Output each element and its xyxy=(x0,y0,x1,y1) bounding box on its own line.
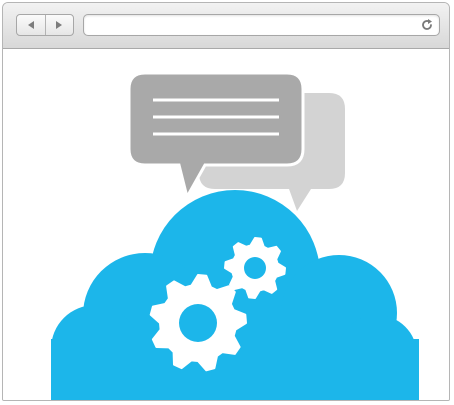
url-input[interactable] xyxy=(90,17,410,33)
gears-group xyxy=(149,237,286,372)
browser-window xyxy=(2,2,450,401)
chat-bubbles-icon xyxy=(127,71,345,211)
reload-icon[interactable] xyxy=(420,18,434,32)
address-bar[interactable] xyxy=(83,14,440,36)
cloud-icon xyxy=(51,190,419,400)
navigation-buttons xyxy=(16,14,74,36)
forward-arrow-icon xyxy=(56,21,63,29)
small-gear-icon xyxy=(224,237,286,299)
cloud-chat-illustration xyxy=(51,71,419,400)
page-content xyxy=(3,49,449,400)
large-gear-icon xyxy=(149,274,247,372)
back-arrow-icon xyxy=(27,21,34,29)
browser-toolbar xyxy=(3,3,449,49)
forward-button[interactable] xyxy=(44,15,74,35)
back-button[interactable] xyxy=(17,15,45,35)
